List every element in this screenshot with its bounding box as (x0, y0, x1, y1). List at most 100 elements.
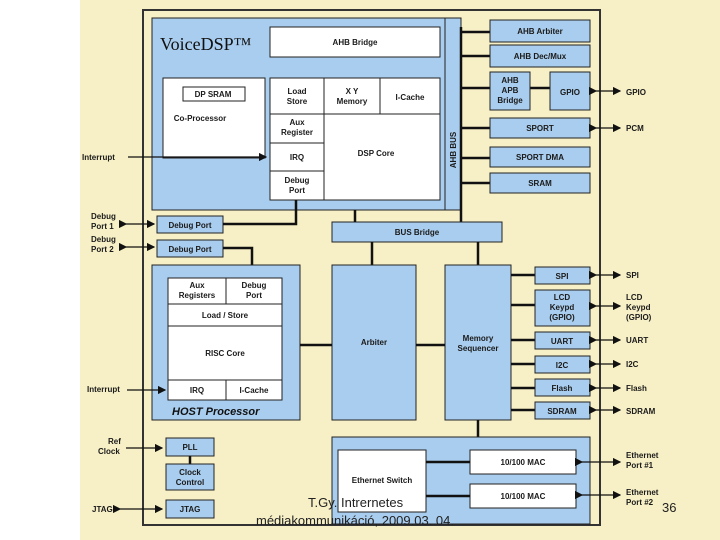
sdram-pin-label: SDRAM (626, 407, 656, 416)
jtag-box (165, 499, 215, 519)
page-number: 36 (662, 500, 677, 515)
ref-clock-label-1: Ref (108, 437, 121, 446)
pcm-pin-label: PCM (626, 124, 644, 133)
spi-pin-label: SPI (626, 271, 639, 280)
clock-control-label-1: Clock (179, 468, 201, 477)
host-aux-label-2: Registers (179, 291, 216, 300)
ahb-bridge-box (269, 26, 441, 58)
uart-label: UART (551, 337, 573, 346)
gpio-box (549, 71, 591, 111)
lcd-label-1: LCD (554, 293, 571, 302)
host-i-cache-label: I-Cache (240, 386, 269, 395)
sport-dma-box (489, 146, 591, 168)
chip-boundary (142, 9, 601, 526)
lcd-keypad-box (534, 289, 591, 327)
host-i-cache-box (225, 379, 283, 401)
dsp-core-label: DSP Core (358, 149, 395, 158)
aux-register-box (269, 113, 325, 144)
spi-label: SPI (556, 272, 569, 281)
ref-clock-label-2: Clock (98, 447, 120, 456)
ethernet-port-2-label-2: Port #2 (626, 498, 654, 507)
pll-label: PLL (182, 443, 197, 452)
load-store-label-2: Store (287, 97, 308, 106)
footer-line-2: médiakommunikáció, 2009.03. 04. (256, 513, 455, 528)
dp-sram-box (182, 86, 246, 102)
ahb-arbiter-box (489, 19, 591, 43)
ethernet-port-1-label-2: Port #1 (626, 461, 654, 470)
host-risc-core-label: RISC Core (205, 349, 245, 358)
debug-port-box (269, 170, 325, 201)
ahb-apb-bridge-label-2: APB (502, 86, 519, 95)
mac-2-label: 10/100 MAC (501, 492, 546, 501)
xy-memory-box (323, 77, 381, 115)
host-debug-label-2: Port (246, 291, 262, 300)
lcd-pin-label-2: Keypd (626, 303, 651, 312)
irq-label: IRQ (290, 153, 304, 162)
debug-port-1-label-a: Debug (91, 212, 116, 221)
flash-pin-label: Flash (626, 384, 647, 393)
sport-label: SPORT (526, 124, 554, 133)
sram-label: SRAM (528, 179, 552, 188)
debug-port-1-label-b: Port 1 (91, 222, 114, 231)
dp-sram-label: DP SRAM (195, 90, 232, 99)
memory-sequencer-label-2: Sequencer (458, 344, 499, 353)
aux-register-label-1: Aux (289, 118, 305, 127)
ahb-apb-bridge-label-1: AHB (501, 76, 519, 85)
uart-pin-label: UART (626, 336, 648, 345)
load-store-box (269, 77, 325, 115)
host-risc-core-box (167, 325, 283, 381)
gpio-label: GPIO (560, 88, 580, 97)
ahb-bus-box (444, 17, 462, 211)
ahb-apb-bridge-label-3: Bridge (497, 96, 523, 105)
i2c-pin-label: I2C (626, 360, 639, 369)
debug-port-label-2: Port (289, 186, 305, 195)
flash-label: Flash (552, 384, 573, 393)
sram-box (489, 172, 591, 194)
debug-port-2-label-b: Port 2 (91, 245, 114, 254)
mac-1-label: 10/100 MAC (501, 458, 546, 467)
interrupt-dsp-label: Interrupt (82, 153, 115, 162)
i-cache-box (379, 77, 441, 115)
memory-sequencer-label-1: Memory (463, 334, 494, 343)
lcd-label-3: (GPIO) (549, 313, 575, 322)
co-processor-label: Co-Processor (174, 114, 226, 123)
sdram-label: SDRAM (547, 407, 577, 416)
ethernet-port-1-label-1: Ethernet (626, 451, 659, 460)
debug-port-2-box-label: Debug Port (168, 245, 211, 254)
lcd-pin-label-1: LCD (626, 293, 643, 302)
interrupt-host-label: Interrupt (87, 385, 120, 394)
xy-memory-label-1: X Y (346, 87, 359, 96)
arbiter-label: Arbiter (361, 338, 387, 347)
i-cache-label: I-Cache (396, 93, 425, 102)
load-store-label-1: Load (287, 87, 306, 96)
host-aux-label-1: Aux (189, 281, 205, 290)
host-load-store-label: Load / Store (202, 311, 249, 320)
ahb-dec-mux-label: AHB Dec/Mux (514, 52, 567, 61)
bus-bridge-box (331, 221, 503, 243)
ahb-arbiter-label: AHB Arbiter (517, 27, 562, 36)
jtag-label: JTAG (180, 505, 201, 514)
ethernet-port-2-label-1: Ethernet (626, 488, 659, 497)
ahb-bus-label: AHB BUS (449, 131, 458, 168)
host-irq-label: IRQ (190, 386, 204, 395)
sport-dma-label: SPORT DMA (516, 153, 564, 162)
irq-box (269, 142, 325, 172)
voicedsp-title: VoiceDSP™ (160, 34, 251, 54)
jtag-signal-label: JTAG (92, 505, 113, 514)
host-title: HOST Processor (172, 406, 260, 418)
bus-bridge-label: BUS Bridge (395, 228, 440, 237)
mac-1-box (469, 449, 577, 475)
memory-sequencer-box (444, 264, 512, 421)
debug-port-1-box-label: Debug Port (168, 221, 211, 230)
ethernet-switch-box (337, 449, 427, 513)
clock-control-label-2: Control (176, 478, 204, 487)
host-debug-label-1: Debug (242, 281, 267, 290)
lcd-label-2: Keypd (550, 303, 575, 312)
ethernet-switch-label: Ethernet Switch (352, 476, 413, 485)
i2c-label: I2C (556, 361, 569, 370)
ahb-bridge-label: AHB Bridge (333, 38, 378, 47)
gpio-pin-label: GPIO (626, 88, 646, 97)
clock-control-box (165, 463, 215, 491)
debug-port-label-1: Debug (285, 176, 310, 185)
